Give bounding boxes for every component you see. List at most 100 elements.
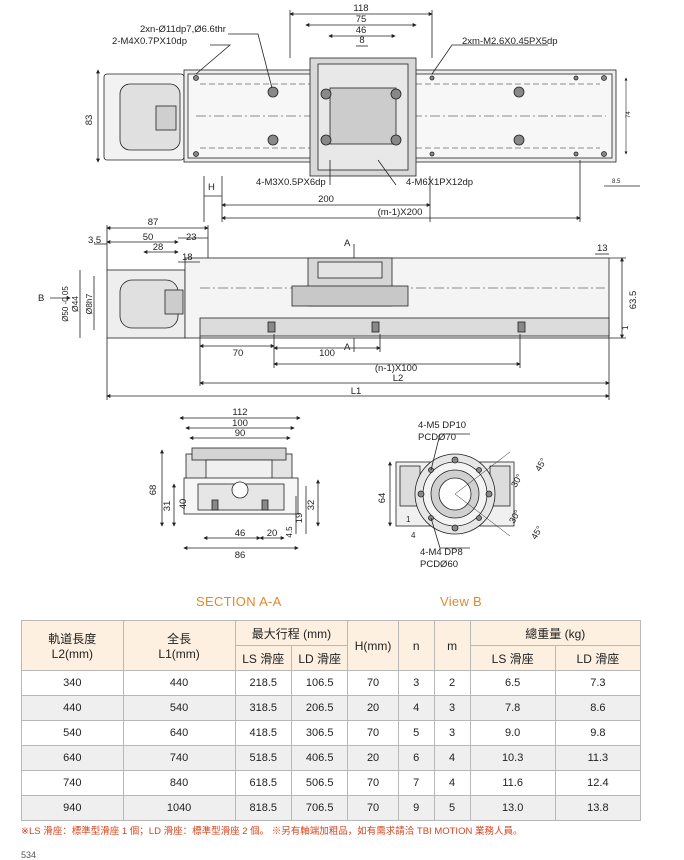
table-cell: 11.3 [554, 745, 642, 771]
svg-text:68: 68 [148, 485, 159, 496]
table-cell: 4 [433, 745, 471, 771]
table-cell: 940 [21, 795, 124, 821]
table-cell: 5 [433, 795, 471, 821]
svg-text:100: 100 [319, 348, 335, 359]
svg-text:64: 64 [377, 493, 388, 504]
svg-text:83: 83 [84, 115, 95, 126]
header-stroke-ld: LD 滑座 [290, 645, 349, 671]
table-cell: 540 [21, 720, 124, 746]
table-cell: 9.8 [554, 720, 642, 746]
table-cell: 10.3 [469, 745, 556, 771]
table-cell: 540 [122, 695, 236, 721]
svg-text:Ø44: Ø44 [70, 296, 80, 312]
header-weight: 總重量 (kg) [469, 620, 642, 646]
svg-text:L1: L1 [351, 386, 362, 397]
svg-text:45°: 45° [529, 524, 545, 541]
header-h: H(mm) [347, 620, 399, 671]
svg-text:2xn-Ø11dp7,Ø6.6thr: 2xn-Ø11dp7,Ø6.6thr [140, 24, 226, 35]
table-cell: 70 [347, 770, 399, 796]
technical-drawing: 118 75 46 8 2xn-Ø11dp7,Ø6.6thr 2-M4X0.7P… [38, 3, 640, 570]
table-cell: 740 [21, 770, 124, 796]
header-total-length-label: 全長 [167, 632, 192, 646]
svg-text:74: 74 [626, 111, 632, 118]
svg-text:112: 112 [232, 407, 247, 418]
header-n: n [397, 620, 435, 671]
svg-text:8.5: 8.5 [612, 179, 621, 185]
table-cell: 706.5 [290, 795, 349, 821]
table-cell: 2 [433, 670, 471, 696]
header-total-length-unit: L1(mm) [158, 647, 200, 661]
svg-text:20: 20 [267, 528, 278, 539]
svg-text:46: 46 [235, 528, 246, 539]
table-cell: 4 [433, 770, 471, 796]
svg-text:63.5: 63.5 [628, 291, 639, 310]
table-cell: 306.5 [290, 720, 349, 746]
table-cell: 406.5 [290, 745, 349, 771]
view-b [388, 433, 515, 549]
side-view [50, 225, 626, 400]
section-view-text: 112 100 90 68 31 40 46 20 4.5 19 32 86 [148, 407, 317, 561]
table-cell: 12.4 [554, 770, 642, 796]
svg-text:200: 200 [318, 194, 334, 205]
svg-text:(n-1)X100: (n-1)X100 [375, 363, 417, 374]
svg-text:70: 70 [233, 348, 244, 359]
top-view-text: 118 75 46 8 2xn-Ø11dp7,Ø6.6thr 2-M4X0.7P… [84, 3, 632, 218]
header-m: m [433, 620, 471, 671]
svg-text:Ø50 -0.05: Ø50 -0.05 [61, 286, 70, 322]
table-cell: 318.5 [234, 695, 292, 721]
svg-text:2-M4X0.7PX10dp: 2-M4X0.7PX10dp [112, 36, 187, 47]
table-cell: 440 [122, 670, 236, 696]
svg-text:A: A [344, 342, 351, 353]
table-cell: 206.5 [290, 695, 349, 721]
svg-text:90: 90 [235, 428, 246, 439]
svg-text:86: 86 [235, 550, 246, 561]
table-cell: 518.5 [234, 745, 292, 771]
svg-text:3.5: 3.5 [88, 235, 101, 246]
svg-text:87: 87 [148, 217, 159, 228]
table-cell: 418.5 [234, 720, 292, 746]
table-cell: 3 [433, 720, 471, 746]
svg-text:B: B [38, 293, 44, 304]
svg-text:118: 118 [353, 3, 368, 14]
table-cell: 5 [397, 720, 435, 746]
svg-text:31: 31 [162, 501, 173, 512]
svg-text:1: 1 [406, 515, 411, 524]
svg-text:4-M3X0.5PX6dp: 4-M3X0.5PX6dp [256, 177, 326, 188]
svg-text:46: 46 [356, 25, 367, 36]
table-cell: 20 [347, 745, 399, 771]
table-cell: 340 [21, 670, 124, 696]
table-cell: 70 [347, 795, 399, 821]
footnote: ※LS 滑座：標準型滑座 1 個；LD 滑座：標準型滑座 2 個。 ※另有軸端加… [21, 826, 523, 837]
svg-text:4: 4 [411, 531, 416, 540]
svg-text:28: 28 [153, 242, 164, 253]
table-cell: 8.6 [554, 695, 642, 721]
table-cell: 106.5 [290, 670, 349, 696]
table-cell: 9.0 [469, 720, 556, 746]
svg-text:32: 32 [306, 500, 317, 511]
table-cell: 740 [122, 745, 236, 771]
svg-text:45°: 45° [533, 456, 549, 473]
table-cell: 13.0 [469, 795, 556, 821]
table-cell: 13.8 [554, 795, 642, 821]
svg-text:Ø8h7: Ø8h7 [84, 293, 94, 314]
table-cell: 506.5 [290, 770, 349, 796]
svg-text:13: 13 [597, 243, 608, 254]
table-cell: 1040 [122, 795, 236, 821]
table-cell: 3 [433, 695, 471, 721]
table-cell: 70 [347, 720, 399, 746]
table-cell: 640 [122, 720, 236, 746]
svg-text:40: 40 [178, 499, 189, 510]
table-cell: 7 [397, 770, 435, 796]
table-cell: 618.5 [234, 770, 292, 796]
svg-text:(m-1)X200: (m-1)X200 [378, 207, 423, 218]
table-cell: 7.8 [469, 695, 556, 721]
table-cell: 6 [397, 745, 435, 771]
table-cell: 9 [397, 795, 435, 821]
table-cell: 818.5 [234, 795, 292, 821]
header-rail-length-unit: L2(mm) [51, 647, 93, 661]
svg-text:75: 75 [356, 14, 367, 25]
